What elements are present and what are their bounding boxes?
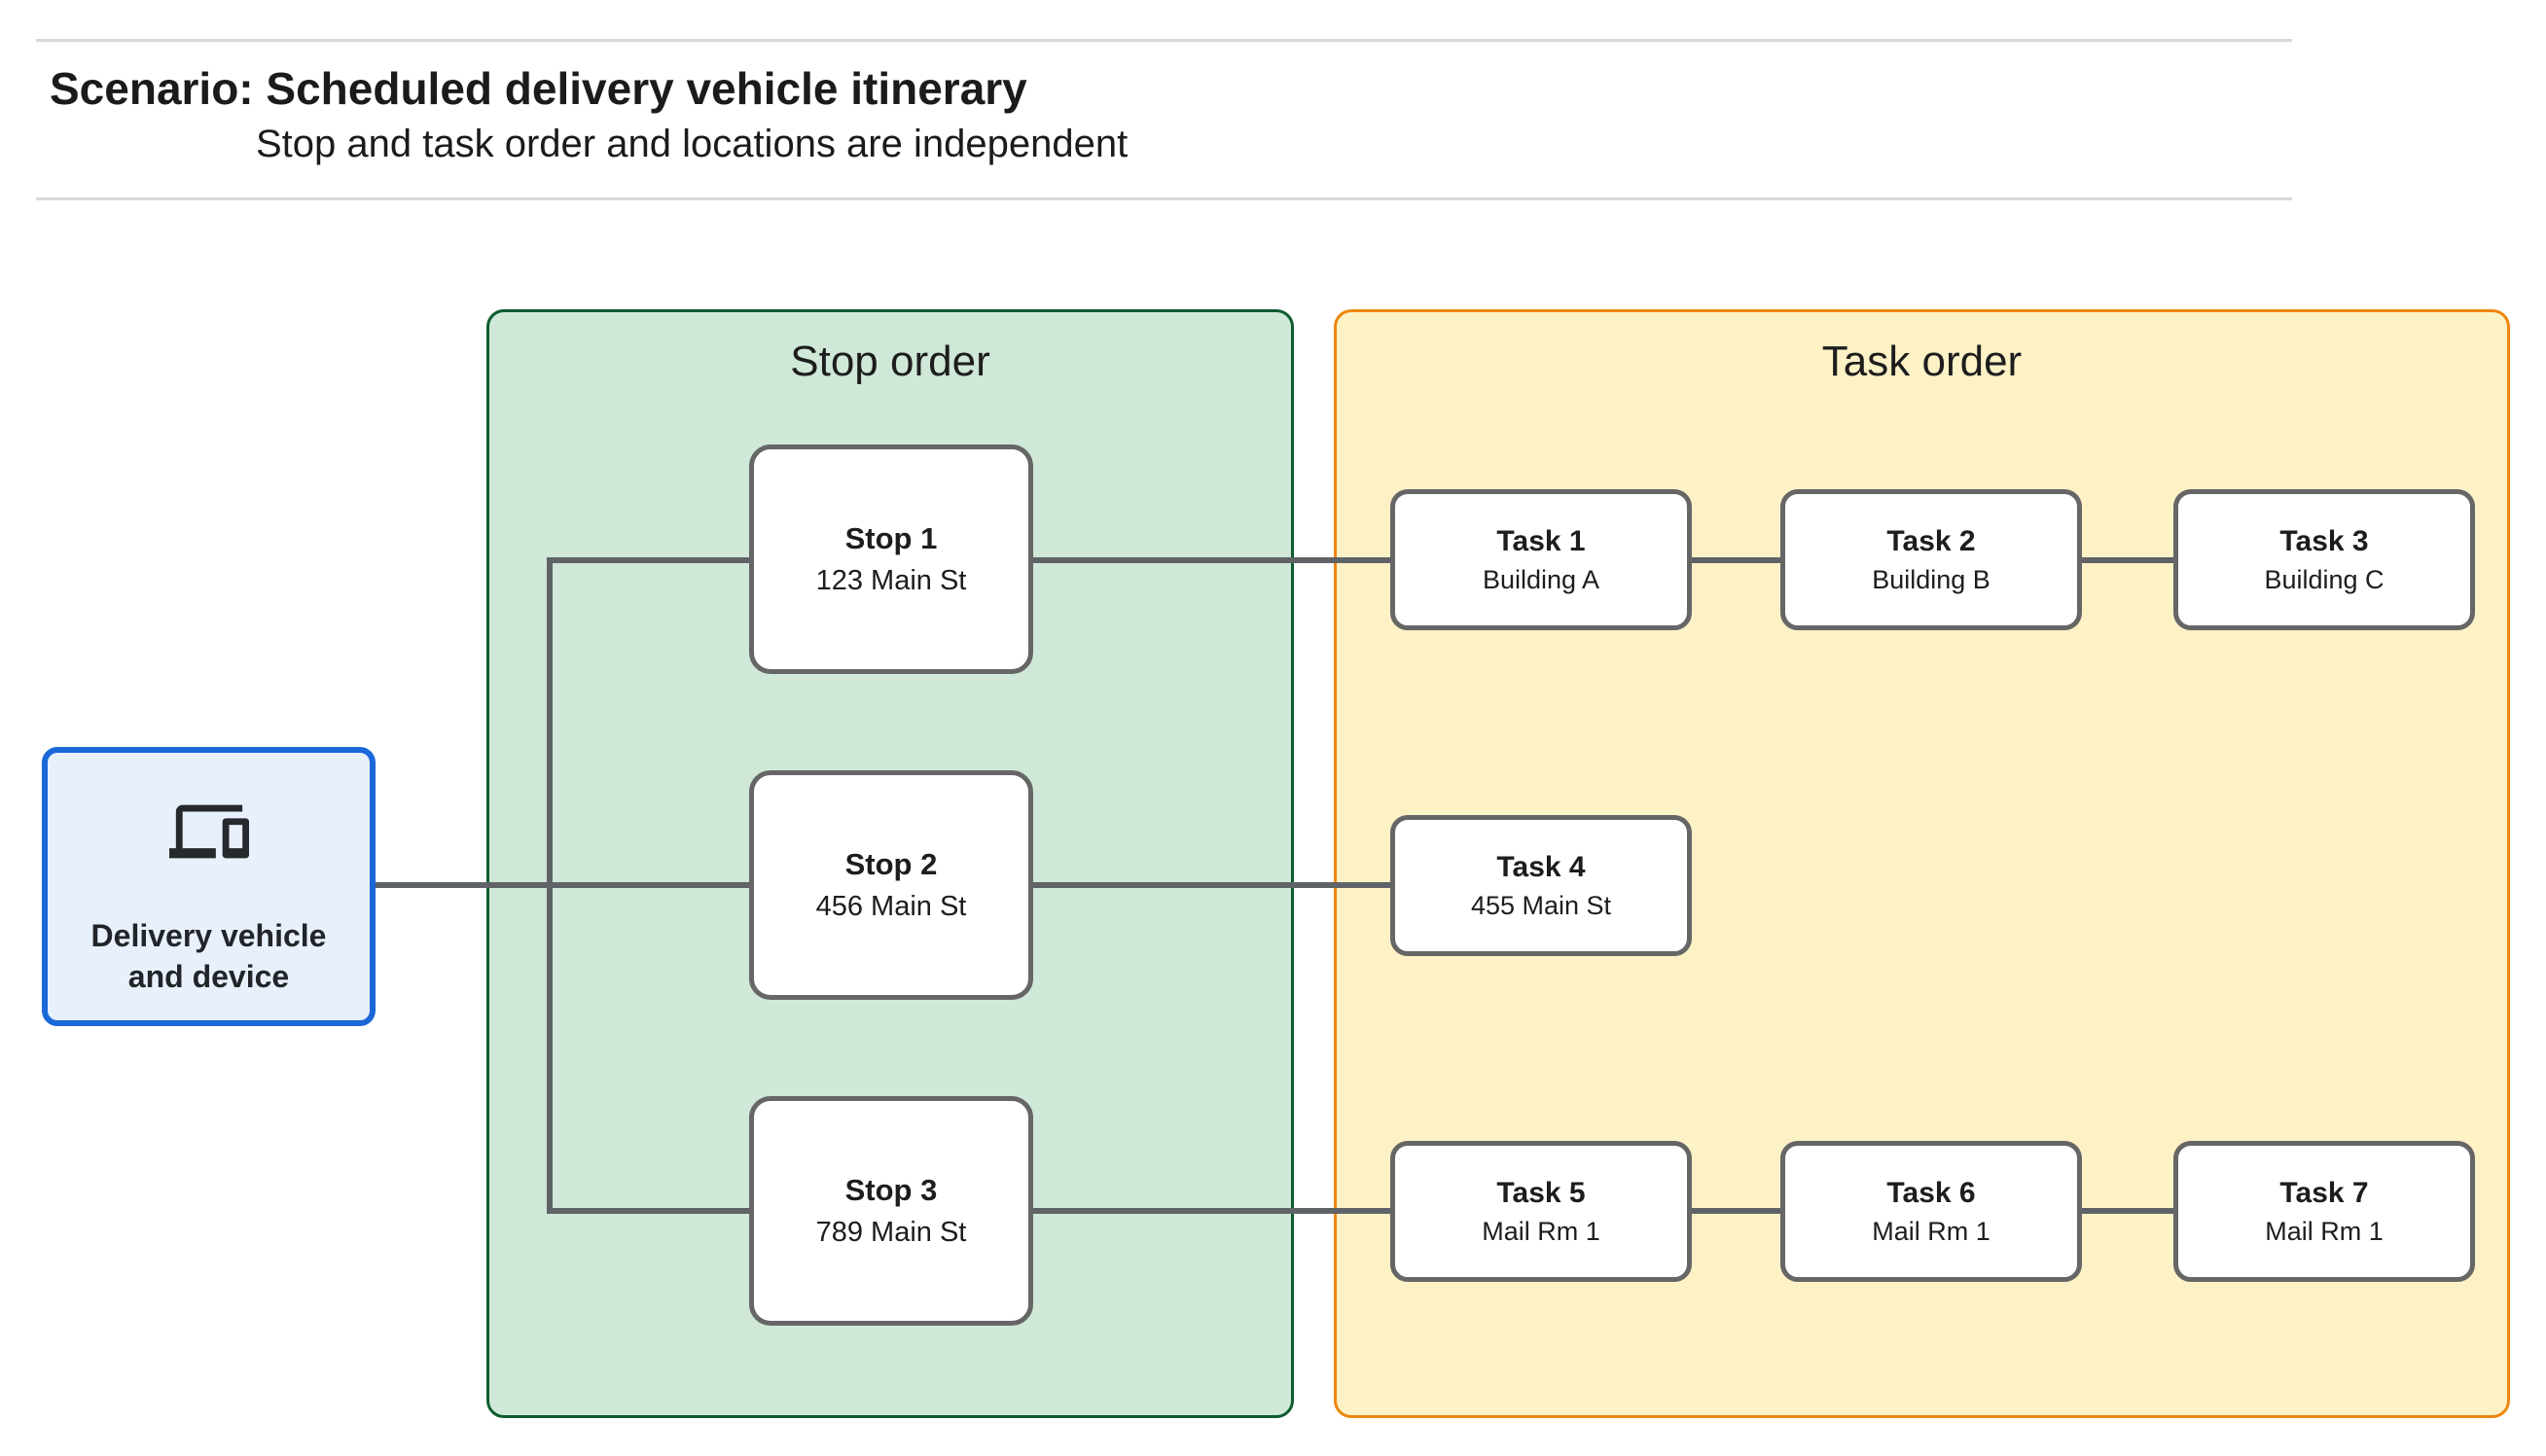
task-node-6: Task 6 Mail Rm 1 bbox=[1780, 1141, 2082, 1282]
page-title: Scenario: Scheduled delivery vehicle iti… bbox=[50, 63, 1027, 114]
task-name: Task 3 bbox=[2279, 524, 2369, 557]
stop-location: 123 Main St bbox=[815, 565, 967, 596]
vehicle-label-line2: and device bbox=[127, 958, 290, 994]
stop-location: 789 Main St bbox=[815, 1217, 967, 1248]
stop-location: 456 Main St bbox=[815, 891, 967, 922]
task-location: Mail Rm 1 bbox=[2265, 1216, 2384, 1246]
task-order-label: Task order bbox=[1821, 337, 2023, 385]
page-subtitle: Stop and task order and locations are in… bbox=[256, 123, 1129, 165]
stop-name: Stop 2 bbox=[844, 847, 938, 881]
task-name: Task 5 bbox=[1496, 1176, 1586, 1209]
task-node-3: Task 3 Building C bbox=[2173, 489, 2475, 630]
vehicle-node: Delivery vehicle and device bbox=[42, 747, 376, 1026]
vehicle-label-line1: Delivery vehicle bbox=[90, 917, 327, 953]
connector-vehicle-stops bbox=[374, 882, 755, 888]
connector-stop3-branch bbox=[547, 1208, 751, 1214]
connector-trunk bbox=[547, 557, 553, 1214]
stop-name: Stop 3 bbox=[844, 1173, 938, 1207]
connector-stop2-task4 bbox=[1031, 882, 1392, 888]
connector-stop1-task1 bbox=[1031, 557, 1392, 563]
title-divider-bottom bbox=[36, 197, 2292, 200]
task-name: Task 6 bbox=[1886, 1176, 1976, 1209]
connector-stop3-task5 bbox=[1031, 1208, 1392, 1214]
task-location: 455 Main St bbox=[1470, 890, 1612, 920]
task-name: Task 7 bbox=[2279, 1176, 2369, 1209]
title-divider-top bbox=[36, 39, 2292, 42]
stop-node-3: Stop 3 789 Main St bbox=[749, 1096, 1033, 1326]
task-location: Mail Rm 1 bbox=[1872, 1216, 1990, 1246]
stop-name: Stop 1 bbox=[844, 521, 938, 555]
task-name: Task 4 bbox=[1496, 850, 1586, 883]
vehicle-label: Delivery vehicle and device bbox=[48, 915, 370, 997]
task-node-7: Task 7 Mail Rm 1 bbox=[2173, 1141, 2475, 1282]
task-node-5: Task 5 Mail Rm 1 bbox=[1390, 1141, 1692, 1282]
connector-task1-task2 bbox=[1690, 557, 1782, 563]
connector-task5-task6 bbox=[1690, 1208, 1782, 1214]
connector-stop1-branch bbox=[547, 557, 751, 563]
stop-node-2: Stop 2 456 Main St bbox=[749, 770, 1033, 1000]
task-location: Building A bbox=[1482, 564, 1600, 594]
task-location: Building B bbox=[1872, 564, 1990, 594]
stop-node-1: Stop 1 123 Main St bbox=[749, 444, 1033, 674]
stop-order-label: Stop order bbox=[790, 337, 990, 385]
task-node-1: Task 1 Building A bbox=[1390, 489, 1692, 630]
task-location: Mail Rm 1 bbox=[1482, 1216, 1600, 1246]
task-node-4: Task 4 455 Main St bbox=[1390, 815, 1692, 956]
task-name: Task 2 bbox=[1886, 524, 1976, 557]
task-node-2: Task 2 Building B bbox=[1780, 489, 2082, 630]
task-location: Building C bbox=[2264, 564, 2385, 594]
devices-icon bbox=[168, 804, 249, 859]
connector-task2-task3 bbox=[2078, 557, 2175, 563]
task-name: Task 1 bbox=[1496, 524, 1586, 557]
connector-task6-task7 bbox=[2078, 1208, 2175, 1214]
